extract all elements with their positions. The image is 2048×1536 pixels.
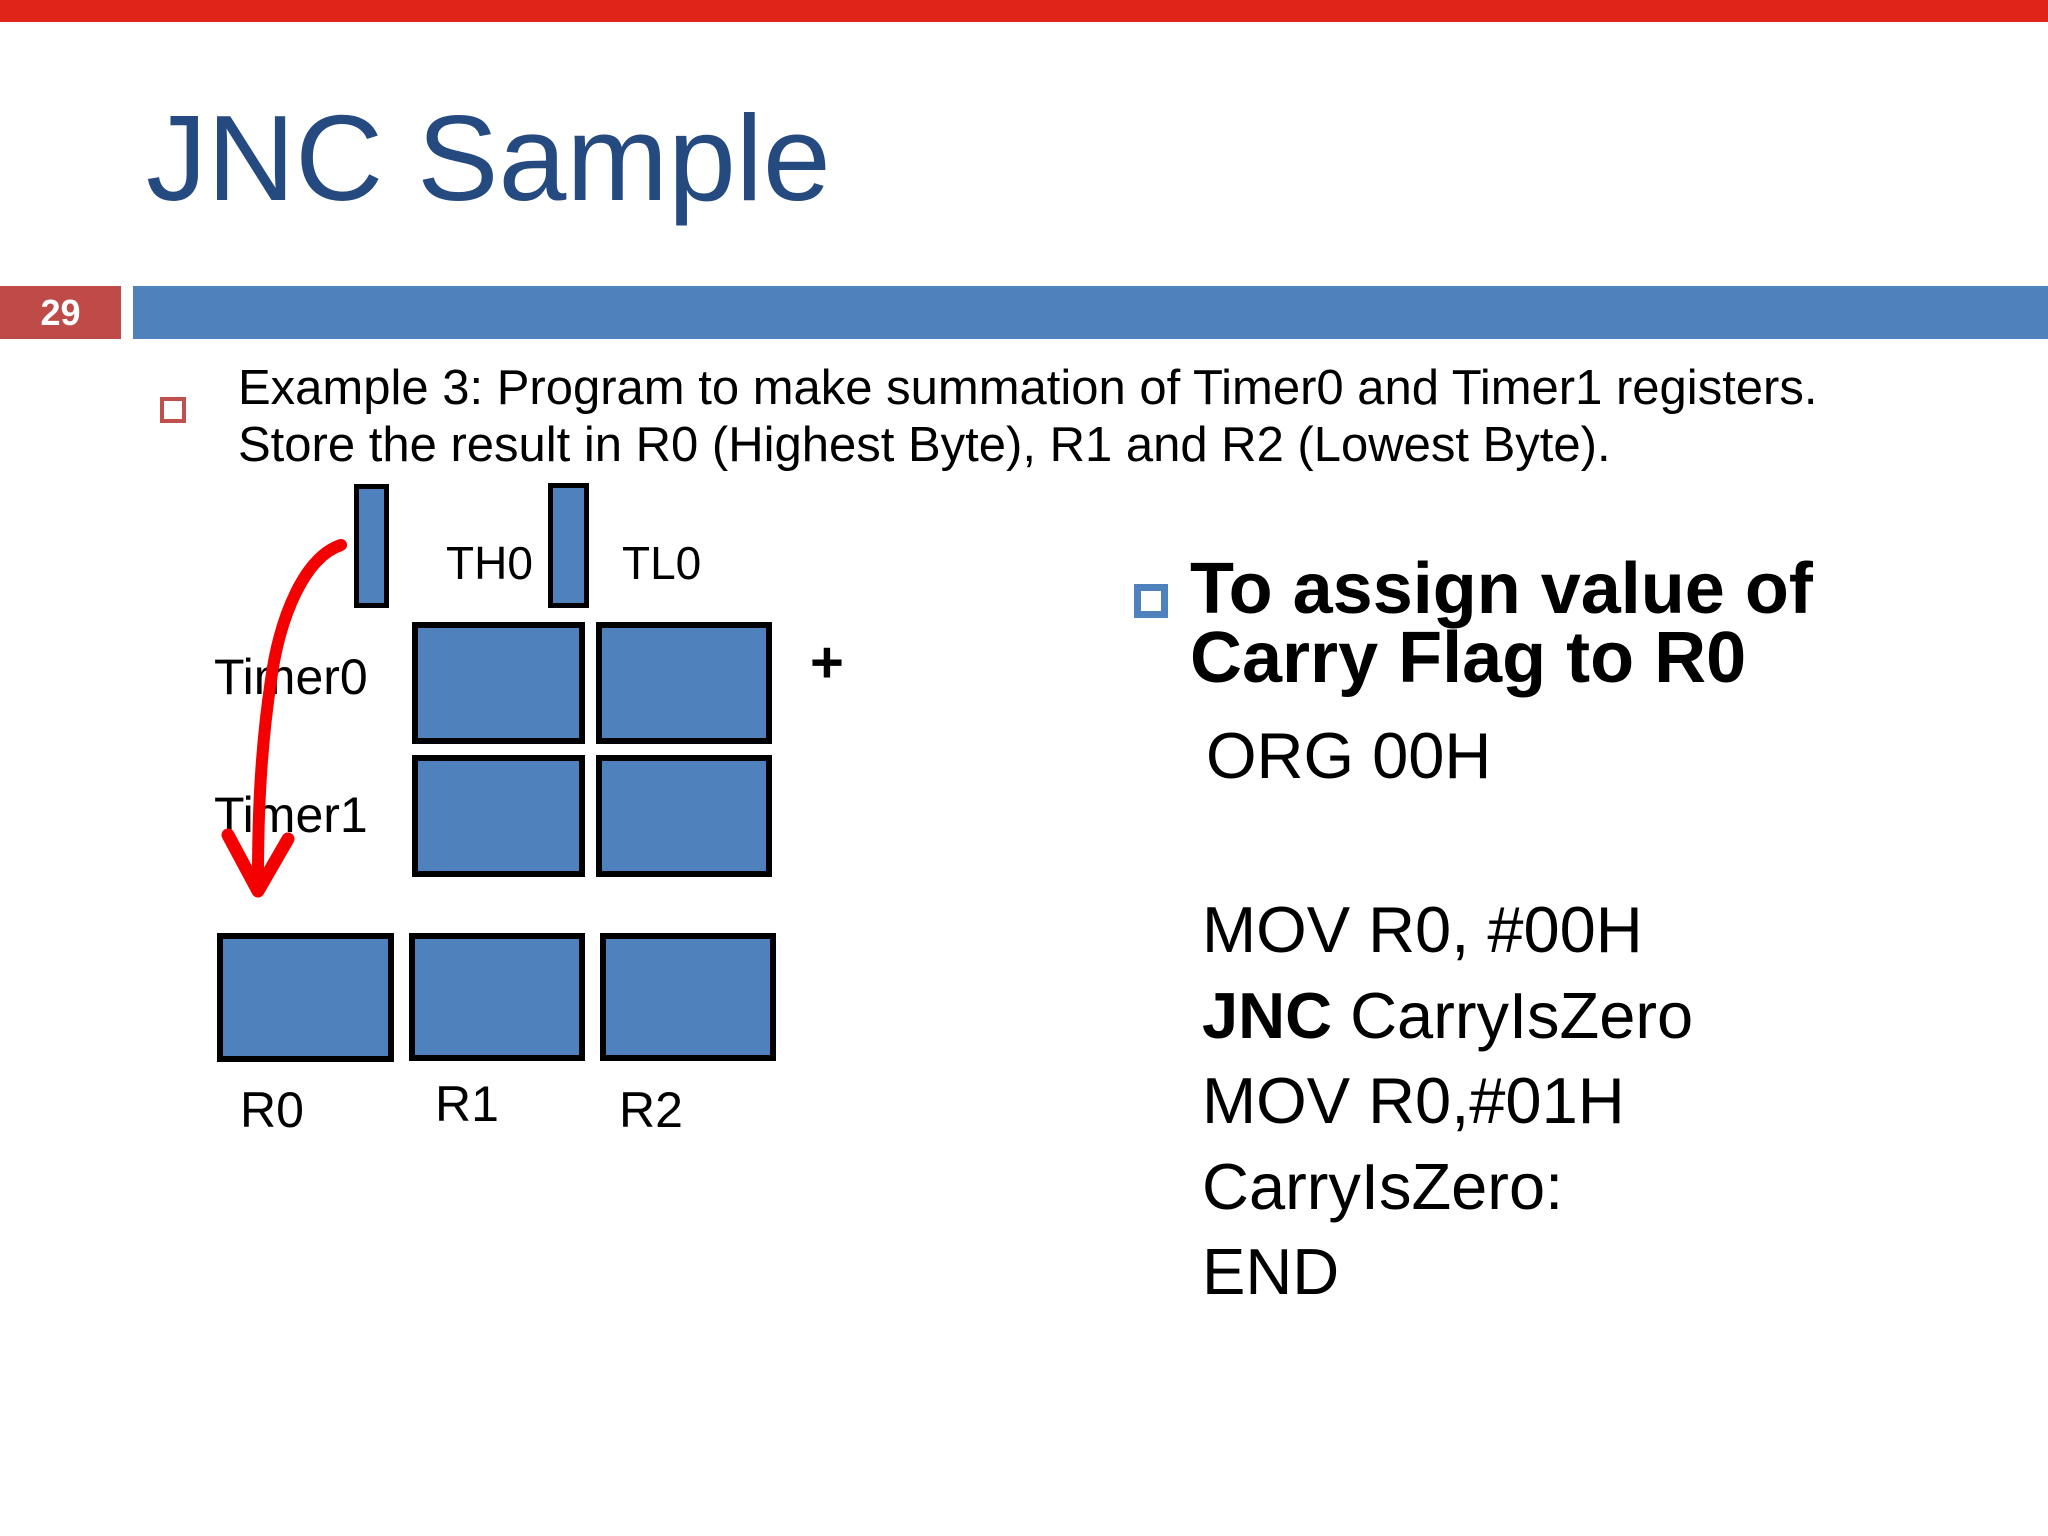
code-line-mov1: MOV R0, #00H xyxy=(1202,893,1643,966)
timer0-low-byte-box xyxy=(596,622,772,744)
top-accent-bar xyxy=(0,0,2048,22)
page-number-badge: 29 xyxy=(0,286,121,339)
heading-line2: Carry Flag to R0 xyxy=(1190,618,1747,698)
plus-sign: + xyxy=(810,630,844,695)
heading-line1: To assign value of xyxy=(1190,549,1813,629)
carry-byte-box-2 xyxy=(548,483,589,608)
code-line-mov2: MOV R0,#01H xyxy=(1202,1064,1625,1137)
bullet-square-icon xyxy=(160,397,186,423)
timer1-low-byte-box xyxy=(596,755,772,877)
example-line2: Store the result in R0 (Highest Byte), R… xyxy=(238,418,1611,472)
header-band xyxy=(133,286,2048,339)
tl0-label: TL0 xyxy=(622,537,702,589)
th0-label: TH0 xyxy=(446,537,533,589)
carry-to-r0-arrow-icon xyxy=(221,539,347,898)
r0-label: R0 xyxy=(240,1082,304,1138)
carry-byte-box xyxy=(354,484,389,608)
org-directive: ORG 00H xyxy=(1206,719,1492,792)
timer1-label: Timer1 xyxy=(214,787,368,843)
bullet-square-icon xyxy=(1134,584,1168,618)
timer0-label: Timer0 xyxy=(214,649,368,705)
code-panel-heading: To assign value of Carry Flag to R0 xyxy=(1190,549,1813,698)
assembly-code-block: MOV R0, #00H JNC CarryIsZero MOV R0,#01H… xyxy=(1202,887,1693,1315)
timer0-high-byte-box xyxy=(412,622,585,744)
code-line-label: CarryIsZero: xyxy=(1202,1149,1564,1223)
code-line-end: END xyxy=(1202,1235,1340,1308)
code-line-jnc: JNC CarryIsZero xyxy=(1202,973,1693,1059)
r1-label: R1 xyxy=(435,1076,499,1132)
example-line1: Example 3: Program to make summation of … xyxy=(238,361,1818,415)
jnc-keyword: JNC xyxy=(1202,978,1333,1052)
timer1-high-byte-box xyxy=(412,755,585,877)
r2-label: R2 xyxy=(619,1082,683,1138)
r0-register-box xyxy=(217,933,394,1062)
jnc-operand: CarryIsZero xyxy=(1332,978,1694,1052)
r1-register-box xyxy=(409,933,585,1061)
r2-register-box xyxy=(600,933,776,1061)
slide-title: JNC Sample xyxy=(146,90,831,226)
example-description: Example 3: Program to make summation of … xyxy=(238,360,1958,474)
